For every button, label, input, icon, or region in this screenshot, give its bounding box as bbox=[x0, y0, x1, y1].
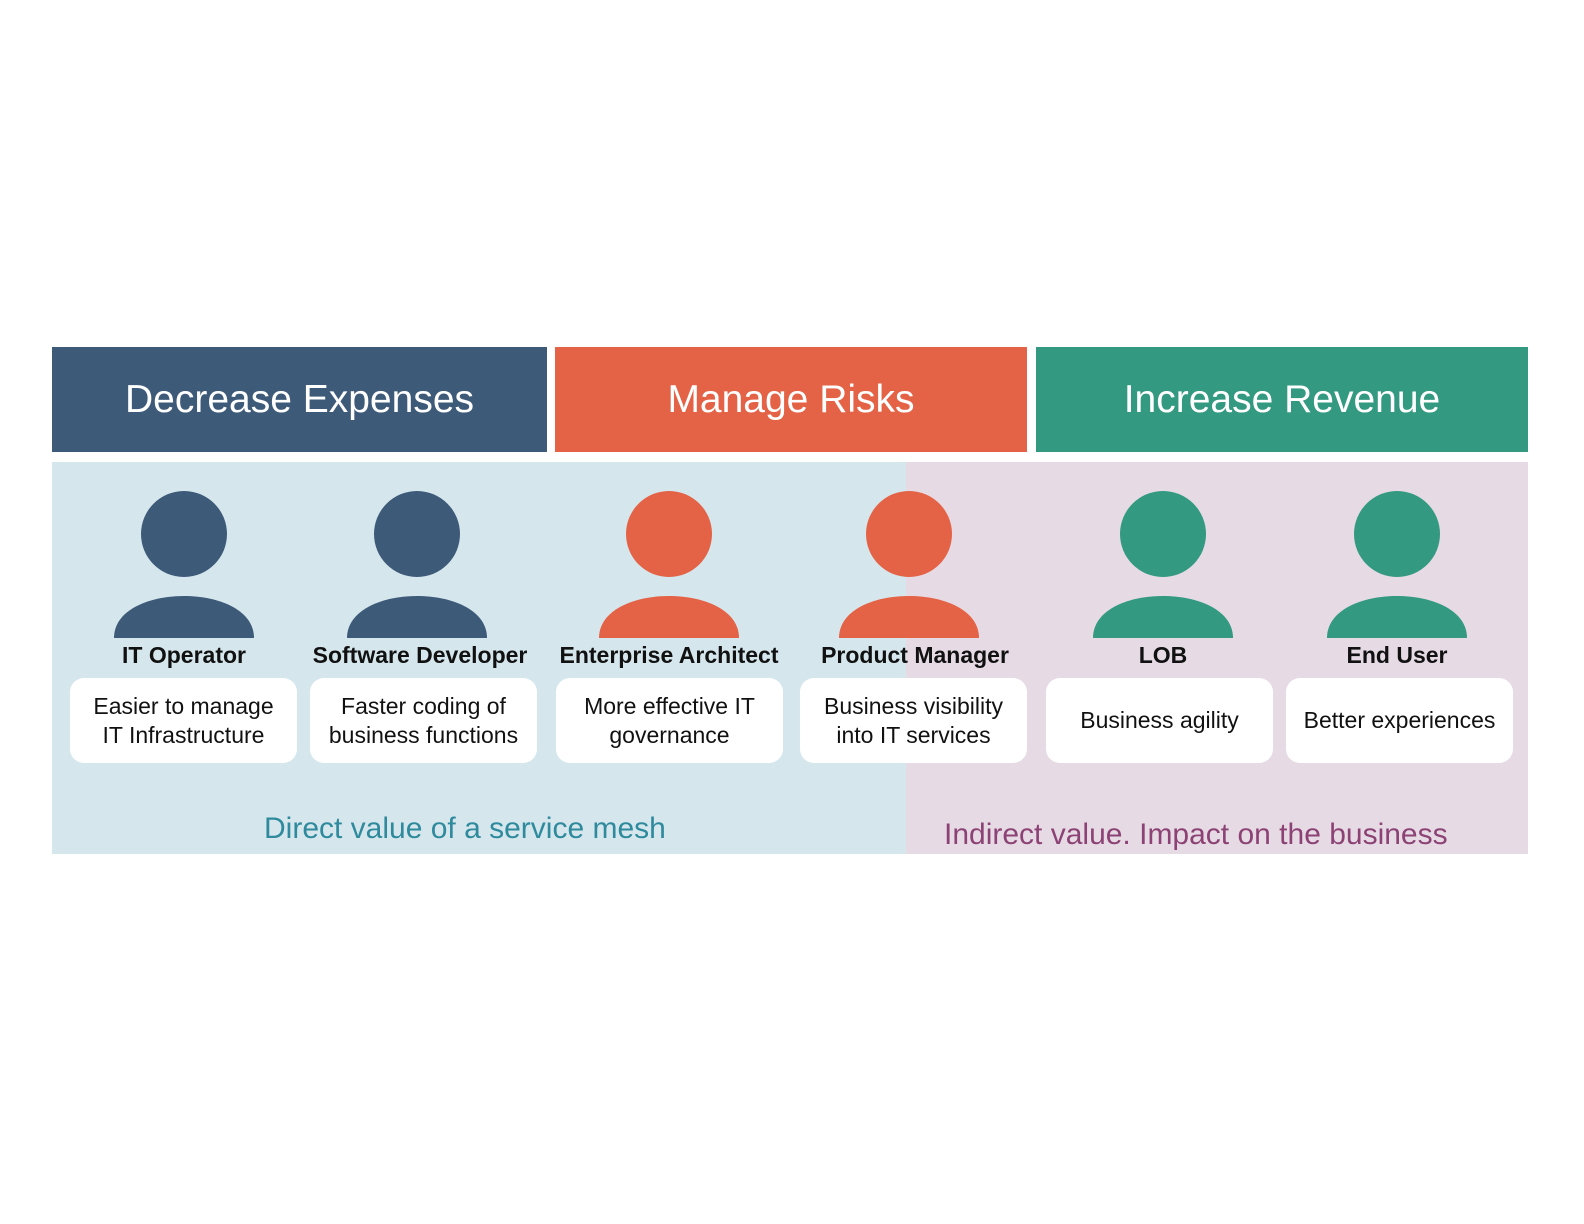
person-head bbox=[626, 491, 712, 577]
persona-end-user-icon bbox=[1327, 490, 1467, 638]
person-body bbox=[1327, 596, 1467, 638]
benefit-text: Business agility bbox=[1080, 707, 1239, 733]
benefit-text: Business visibility into IT services bbox=[824, 692, 1003, 748]
benefit-card-end-user: Better experiences bbox=[1286, 678, 1513, 763]
header-increase-revenue: Increase Revenue bbox=[1036, 347, 1528, 452]
benefit-text: More effective IT governance bbox=[584, 692, 755, 748]
direct-value-caption: Direct value of a service mesh bbox=[264, 812, 666, 845]
person-body bbox=[599, 596, 739, 638]
role-label-enterprise-architect: Enterprise Architect bbox=[559, 642, 779, 668]
person-body bbox=[839, 596, 979, 638]
benefit-card-lob: Business agility bbox=[1046, 678, 1273, 763]
benefit-text: Easier to manage IT Infrastructure bbox=[93, 692, 274, 748]
role-label-it-operator: IT Operator bbox=[122, 642, 246, 668]
role-label-software-developer: Software Developer bbox=[312, 642, 528, 668]
person-head bbox=[374, 491, 460, 577]
person-body bbox=[1093, 596, 1233, 638]
person-head bbox=[141, 491, 227, 577]
person-head bbox=[1354, 491, 1440, 577]
person-head bbox=[866, 491, 952, 577]
role-label-lob: LOB bbox=[1138, 642, 1188, 668]
benefit-card-software-developer: Faster coding of business functions bbox=[310, 678, 537, 763]
role-label-product-manager: Product Manager bbox=[821, 642, 1009, 668]
header-label: Increase Revenue bbox=[1123, 377, 1441, 421]
benefit-card-it-operator: Easier to manage IT Infrastructure bbox=[70, 678, 297, 763]
indirect-value-caption: Indirect value. Impact on the business bbox=[944, 818, 1448, 851]
persona-product-manager-icon bbox=[839, 490, 979, 638]
benefit-text: Faster coding of business functions bbox=[328, 692, 519, 748]
header-decrease-expenses: Decrease Expenses bbox=[52, 347, 547, 452]
persona-it-operator-icon bbox=[114, 490, 254, 638]
person-body bbox=[347, 596, 487, 638]
person-head bbox=[1120, 491, 1206, 577]
benefit-text: Better experiences bbox=[1303, 707, 1496, 733]
persona-software-developer-icon bbox=[347, 490, 487, 638]
header-manage-risks: Manage Risks bbox=[555, 347, 1027, 452]
person-body bbox=[114, 596, 254, 638]
header-label: Decrease Expenses bbox=[124, 377, 475, 421]
persona-lob-icon bbox=[1093, 490, 1233, 638]
persona-enterprise-architect-icon bbox=[599, 490, 739, 638]
benefit-card-enterprise-architect: More effective IT governance bbox=[556, 678, 783, 763]
role-label-end-user: End User bbox=[1346, 642, 1448, 668]
header-label: Manage Risks bbox=[667, 377, 915, 421]
benefit-card-product-manager: Business visibility into IT services bbox=[800, 678, 1027, 763]
